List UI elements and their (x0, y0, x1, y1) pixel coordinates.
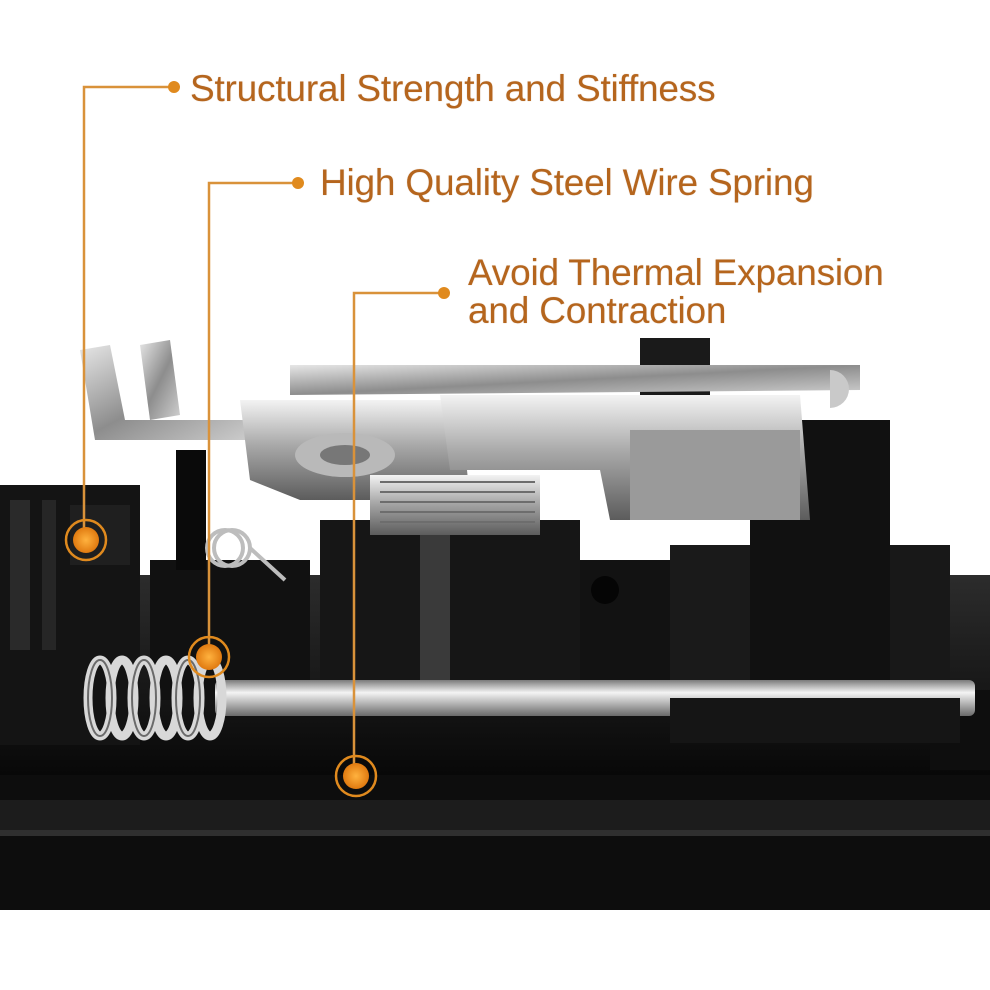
callout-label-thermal-expansion: Avoid Thermal Expansion and Contraction (468, 252, 884, 331)
callout-dot-end-2 (292, 177, 304, 189)
callout-marker-1 (73, 527, 99, 553)
callout-dots (64, 81, 450, 798)
callout-marker-3 (343, 763, 369, 789)
callout-dot-end-3 (438, 287, 450, 299)
callout-leader-lines (82, 85, 444, 774)
steel-rod (215, 680, 975, 743)
callout-label-structural-strength: Structural Strength and Stiffness (190, 68, 716, 109)
callout-marker-2 (196, 644, 222, 670)
callout-dot-end-1 (168, 81, 180, 93)
callout-label-steel-wire-spring: High Quality Steel Wire Spring (320, 162, 814, 203)
black-housing (0, 338, 990, 910)
small-torsion-spring (205, 528, 287, 582)
